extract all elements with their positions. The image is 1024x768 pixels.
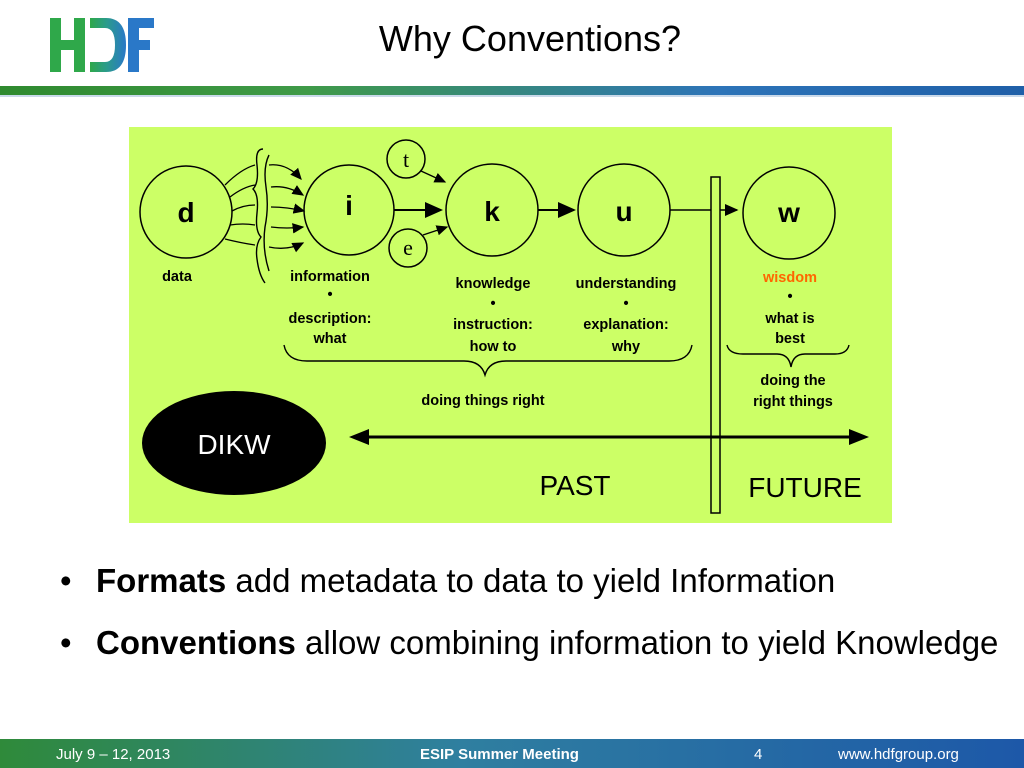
hdf-logo bbox=[48, 14, 156, 76]
node-w-label: w bbox=[777, 197, 800, 228]
future-label: FUTURE bbox=[748, 472, 862, 503]
footer-page-number: 4 bbox=[754, 746, 763, 763]
information-desc-line2: what bbox=[312, 331, 346, 347]
label-knowledge: knowledge bbox=[456, 276, 531, 292]
node-w-circle bbox=[742, 166, 836, 260]
label-data: data bbox=[162, 269, 193, 285]
label-right-things: right things bbox=[753, 394, 833, 410]
node-i-label: i bbox=[345, 190, 353, 221]
bullet-formats: Formats add metadata to data to yield In… bbox=[60, 562, 1000, 600]
footer-event: ESIP Summer Meeting bbox=[420, 746, 579, 763]
wisdom-bullet: • bbox=[787, 289, 792, 305]
timeline-right-arrowhead bbox=[849, 429, 869, 445]
understanding-desc-line2: why bbox=[611, 339, 640, 355]
node-d-circle bbox=[139, 165, 233, 259]
slide-footer: July 9 – 12, 2013 ESIP Summer Meeting 4 … bbox=[0, 739, 1024, 768]
bullet-conventions: Conventions allow combining information … bbox=[60, 624, 1000, 662]
footer-date: July 9 – 12, 2013 bbox=[56, 746, 171, 763]
doing-right-things-brace bbox=[726, 344, 850, 368]
wisdom-desc-line1: what is bbox=[764, 311, 814, 327]
data-flow-arrows bbox=[224, 164, 256, 246]
label-wisdom: wisdom bbox=[762, 270, 817, 286]
past-label: PAST bbox=[539, 470, 610, 501]
bullet-conventions-keyword: Conventions bbox=[96, 624, 296, 661]
understanding-bullet: • bbox=[623, 296, 628, 312]
timeline-left-arrowhead bbox=[349, 429, 369, 445]
knowledge-desc-line1: instruction: bbox=[453, 317, 533, 333]
wisdom-desc-line2: best bbox=[775, 331, 805, 347]
node-k-label: k bbox=[484, 196, 500, 227]
node-t-label: t bbox=[403, 147, 409, 172]
doing-things-right-brace bbox=[283, 344, 693, 378]
t-to-k-arrow bbox=[420, 170, 447, 183]
node-u-label: u bbox=[615, 196, 632, 227]
footer-url[interactable]: www.hdfgroup.org bbox=[838, 746, 959, 763]
node-e-circle bbox=[388, 228, 428, 268]
information-arrows bbox=[268, 164, 306, 253]
dikw-ellipse bbox=[142, 391, 326, 495]
information-bullet: • bbox=[327, 287, 332, 303]
bullet-formats-keyword: Formats bbox=[96, 562, 227, 599]
label-doing-the: doing the bbox=[760, 373, 825, 389]
bullet-conventions-text: allow combining information to yield Kno… bbox=[295, 624, 999, 661]
label-doing-things-right: doing things right bbox=[421, 393, 544, 409]
slide-title: Why Conventions? bbox=[378, 18, 682, 59]
label-understanding: understanding bbox=[576, 276, 677, 292]
bullet-formats-text: add metadata to data to yield Informatio… bbox=[226, 562, 836, 599]
knowledge-desc-line2: how to bbox=[470, 339, 517, 355]
knowledge-bullet: • bbox=[490, 296, 495, 312]
understanding-desc-line1: explanation: bbox=[583, 317, 668, 333]
title-divider bbox=[0, 86, 1024, 95]
past-future-divider bbox=[710, 176, 721, 514]
combine-brace bbox=[252, 148, 266, 284]
node-t-circle bbox=[386, 139, 426, 179]
information-desc-line1: description: bbox=[289, 311, 372, 327]
e-to-k-arrow bbox=[422, 225, 449, 236]
node-e-label: e bbox=[403, 235, 413, 260]
dikw-diagram: d i k u w t e bbox=[129, 127, 892, 523]
bullet-list: Formats add metadata to data to yield In… bbox=[60, 562, 1000, 686]
label-information: information bbox=[290, 269, 370, 285]
dikw-label: DIKW bbox=[197, 429, 271, 460]
node-d-label: d bbox=[177, 197, 194, 228]
title-divider-highlight bbox=[0, 95, 1024, 97]
